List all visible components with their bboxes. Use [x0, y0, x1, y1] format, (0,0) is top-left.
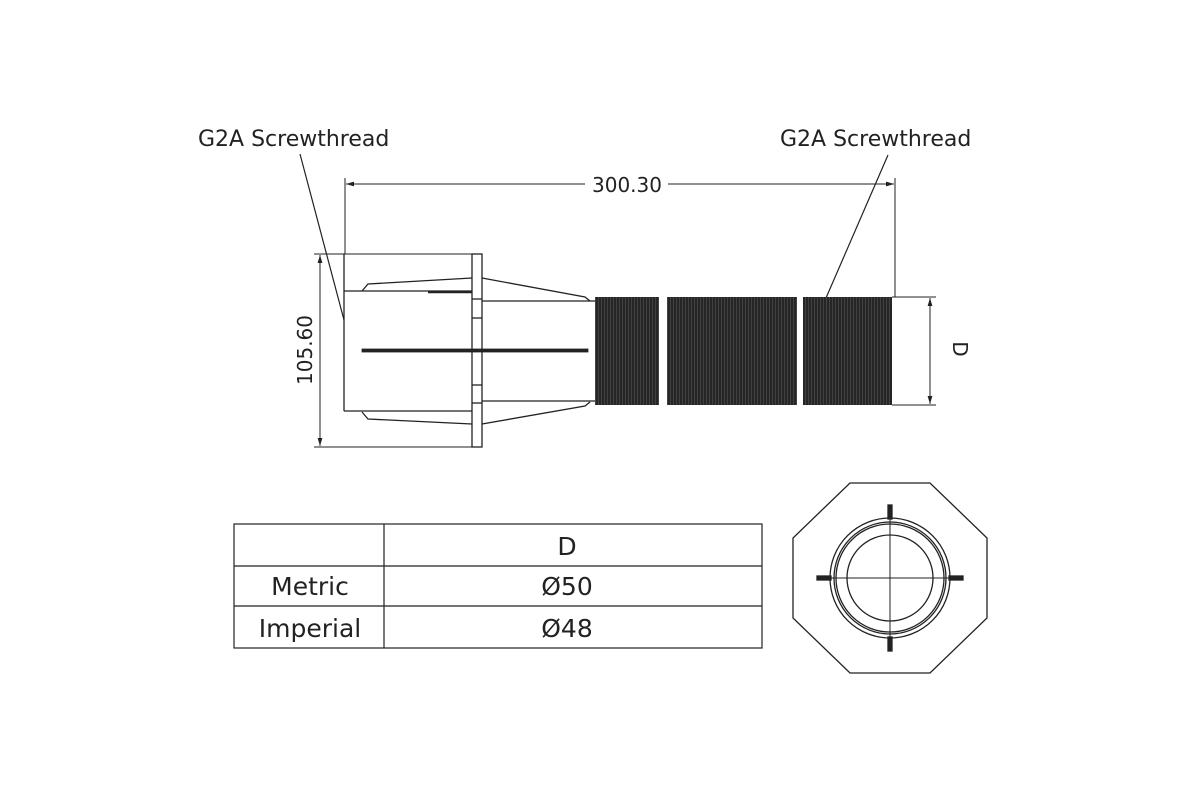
thread-segment	[595, 297, 659, 405]
thread-segment	[803, 297, 892, 405]
thread-diameter-label: D	[948, 341, 972, 356]
callout-left-label: G2A Screwthread	[198, 127, 389, 152]
row-value-imperial: Ø48	[541, 614, 593, 643]
callout-right-leader	[825, 154, 889, 299]
callout-left-leader	[299, 153, 345, 321]
overall-length-dimension: 300.30	[344, 173, 896, 297]
thread-segment	[667, 297, 797, 405]
row-label-imperial: Imperial	[259, 614, 361, 643]
row-label-metric: Metric	[271, 572, 349, 601]
dimension-table: D Metric Ø50 Imperial Ø48	[233, 523, 763, 649]
table-header-d: D	[557, 532, 576, 561]
thread-diameter-dimension: D	[892, 296, 972, 406]
flange-height-value: 105.60	[293, 315, 317, 385]
fitting-side-view	[343, 253, 596, 448]
callout-right-label: G2A Screwthread	[780, 127, 971, 152]
row-value-metric: Ø50	[541, 572, 593, 601]
flange-height-dimension: 105.60	[293, 253, 472, 448]
fitting-end-view	[792, 482, 988, 674]
overall-length-value: 300.30	[592, 173, 662, 197]
thread-sections	[595, 297, 892, 405]
